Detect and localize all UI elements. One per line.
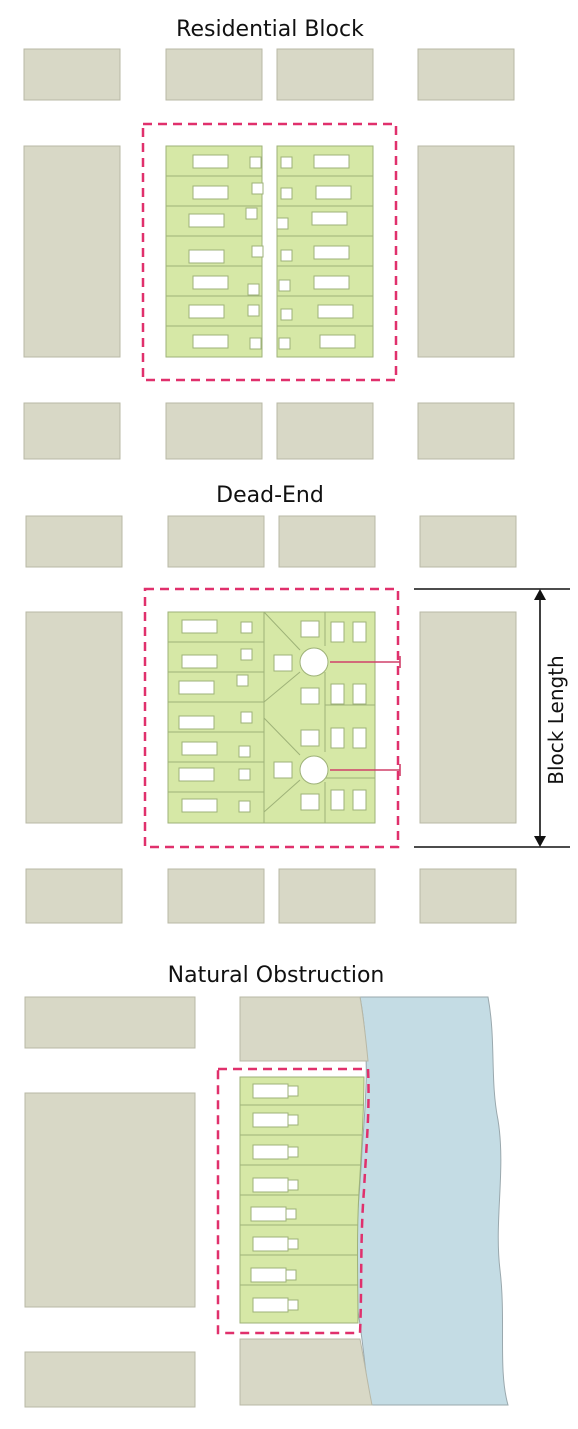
residential-block-diagram: Residential Block	[23, 17, 515, 460]
surrounding-block	[165, 48, 263, 101]
surrounding-block	[25, 611, 123, 824]
surrounding-block	[278, 515, 376, 568]
block-boundary	[141, 122, 398, 382]
surrounding-block	[167, 515, 265, 568]
surrounding-block	[23, 48, 121, 101]
surrounding-block	[417, 402, 515, 460]
surrounding-block	[419, 868, 517, 924]
surrounding-block	[24, 1351, 196, 1408]
surrounding-block	[419, 515, 517, 568]
block-boundary	[216, 1067, 370, 1335]
surrounding-block	[276, 48, 374, 101]
surrounding-block	[23, 145, 121, 358]
surrounding-block	[239, 1338, 373, 1406]
surrounding-block	[419, 611, 517, 824]
block-length-label: Block Length	[544, 655, 568, 784]
block-length-dimension: Block Length	[414, 588, 570, 848]
cul-de-sac-bulb	[299, 755, 329, 785]
arrow-down-icon	[534, 836, 546, 847]
block-boundary	[143, 587, 400, 849]
surrounding-block	[167, 868, 265, 924]
surrounding-block	[417, 145, 515, 358]
surrounding-block	[239, 996, 369, 1062]
surrounding-block	[417, 48, 515, 101]
surrounding-block	[165, 402, 263, 460]
lot-lines	[168, 611, 375, 823]
surrounding-block	[276, 402, 374, 460]
surrounding-block	[278, 868, 376, 924]
riverside-lots	[239, 1076, 365, 1324]
surrounding-block	[25, 868, 123, 924]
surrounding-block	[24, 996, 196, 1049]
surrounding-block	[25, 515, 123, 568]
lot-lines	[240, 1104, 364, 1286]
dead-end-diagram: Dead-End	[25, 483, 570, 924]
natural-obstruction-title: Natural Obstruction	[168, 963, 385, 988]
residential-block-title: Residential Block	[176, 17, 364, 42]
lot-lines	[166, 175, 373, 327]
cul-de-sac-bulb	[299, 647, 329, 677]
surrounding-block	[23, 402, 121, 460]
houses	[178, 619, 367, 813]
natural-obstruction-diagram: Natural Obstruction	[24, 963, 509, 1408]
surrounding-block	[24, 1092, 196, 1308]
arrow-up-icon	[534, 589, 546, 600]
houses	[250, 1083, 299, 1313]
dead-end-roads	[299, 647, 401, 785]
dead-end-title: Dead-End	[216, 483, 324, 508]
river	[354, 996, 509, 1406]
houses	[188, 154, 356, 350]
